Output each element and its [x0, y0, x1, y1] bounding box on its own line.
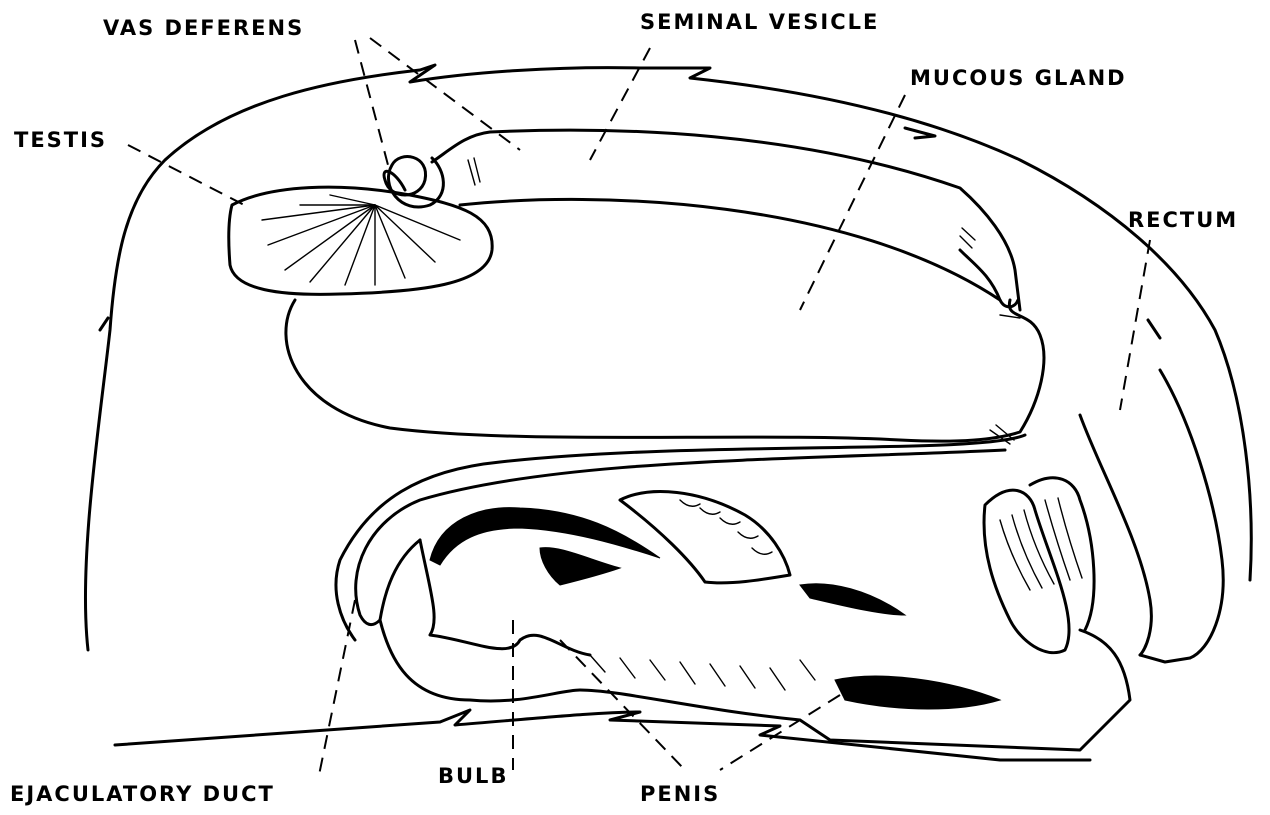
- label-rectum: RECTUM: [1128, 208, 1238, 232]
- mucous-gland-duct: [336, 435, 1025, 640]
- leader-rectum: [1120, 240, 1150, 410]
- label-bulb: BULB: [438, 764, 508, 788]
- penis-lobe-serration: [680, 500, 772, 554]
- testis-radiating-lines: [262, 195, 460, 285]
- label-penis: PENIS: [640, 782, 720, 806]
- penis-appendage-ribs: [1000, 498, 1082, 590]
- body-wall-notch-left: [100, 318, 108, 330]
- bulb-dark-patch: [540, 548, 620, 585]
- label-testis: TESTIS: [14, 128, 107, 152]
- label-ejaculatory-duct: EJACULATORY DUCT: [10, 782, 275, 806]
- seminal-vesicle-lower: [460, 199, 1000, 300]
- penis-dark-mass-lower: [835, 676, 1000, 709]
- rectum-outline: [1160, 370, 1223, 658]
- bulb-outline: [380, 620, 1130, 750]
- leader-testis: [128, 145, 250, 208]
- seminal-vesicle-stria: [468, 158, 1020, 318]
- penis-lobe-upper: [620, 492, 790, 583]
- penis-appendage-1: [984, 490, 1069, 652]
- testis-shape: [229, 187, 492, 294]
- seminal-vesicle-upper: [432, 130, 1020, 310]
- leader-penis-2: [720, 695, 840, 770]
- leader-mucous-gland: [800, 95, 905, 310]
- leader-vas-deferens-1: [355, 40, 388, 165]
- penis-dark-mass-upper: [800, 584, 905, 615]
- leader-ejaculatory-duct: [318, 600, 355, 780]
- mucous-gland-outline: [286, 300, 1044, 441]
- label-mucous-gland: MUCOUS GLAND: [910, 66, 1127, 90]
- leader-penis-1: [560, 640, 685, 770]
- body-wall-notch-right: [905, 128, 935, 138]
- leader-seminal-vesicle: [590, 48, 650, 160]
- seminal-vesicle-loop: [960, 250, 1018, 307]
- rectum-anus: [1140, 655, 1190, 662]
- label-vas-deferens: VAS DEFERENS: [103, 16, 304, 40]
- label-seminal-vesicle: SEMINAL VESICLE: [640, 10, 879, 34]
- leader-vas-deferens-2: [370, 38, 520, 150]
- penis-shaft-stria: [590, 655, 815, 690]
- body-wall-notch-right-2: [1148, 320, 1160, 338]
- body-wall-lower: [115, 710, 1090, 760]
